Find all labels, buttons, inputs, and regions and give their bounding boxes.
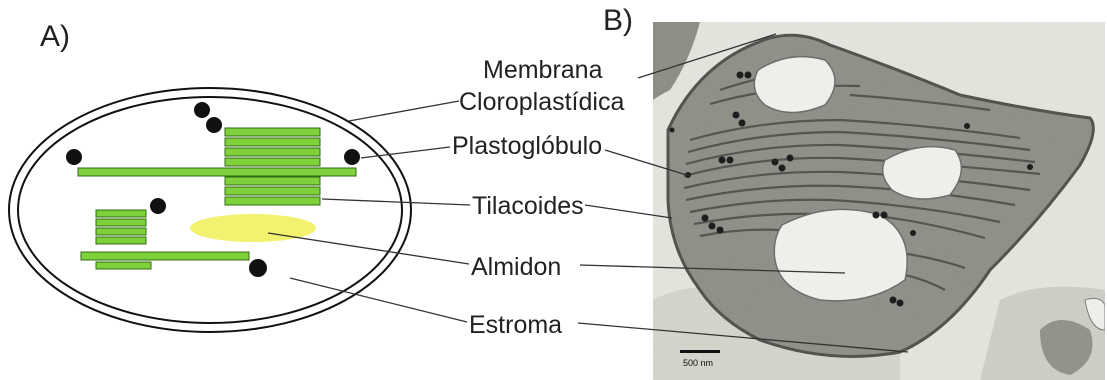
plastoglobule	[344, 149, 360, 165]
stroma-lamella-lower	[81, 252, 249, 260]
label-almidon: Almidon	[471, 253, 561, 282]
thylakoid-disc	[96, 262, 151, 269]
plastoglobule	[66, 149, 82, 165]
plastoglobule	[249, 259, 267, 277]
label-plastoglobulo: Plastoglóbulo	[452, 132, 602, 161]
scale-bar-label: 500 nm	[683, 358, 713, 368]
schematic-chloroplast	[9, 88, 411, 332]
thylakoid-disc	[225, 138, 320, 146]
thylakoid-disc	[225, 158, 320, 166]
granum-upper	[225, 128, 320, 205]
thylakoid-disc	[225, 197, 320, 205]
label-membrana: Membrana	[483, 56, 603, 85]
thylakoid-disc	[225, 187, 320, 195]
plastoglobule	[150, 198, 166, 214]
plastoglobule	[194, 102, 210, 118]
thylakoid-disc	[96, 228, 146, 235]
tem-micrograph: 500 nm	[653, 22, 1105, 380]
label-cloroplastidica: Cloroplastídica	[459, 88, 624, 117]
leader-membrana-left	[349, 101, 459, 121]
stroma-lamella-upper	[78, 168, 356, 176]
thylakoid-disc	[96, 237, 146, 244]
thylakoid-disc	[225, 128, 320, 136]
thylakoid-disc	[96, 210, 146, 217]
label-tilacoides: Tilacoides	[472, 192, 584, 221]
label-estroma: Estroma	[469, 311, 562, 340]
thylakoid-disc	[225, 177, 320, 185]
plastoglobule	[206, 117, 222, 133]
thylakoid-disc	[96, 219, 146, 226]
scale-bar	[680, 350, 720, 353]
thylakoid-disc	[225, 148, 320, 156]
